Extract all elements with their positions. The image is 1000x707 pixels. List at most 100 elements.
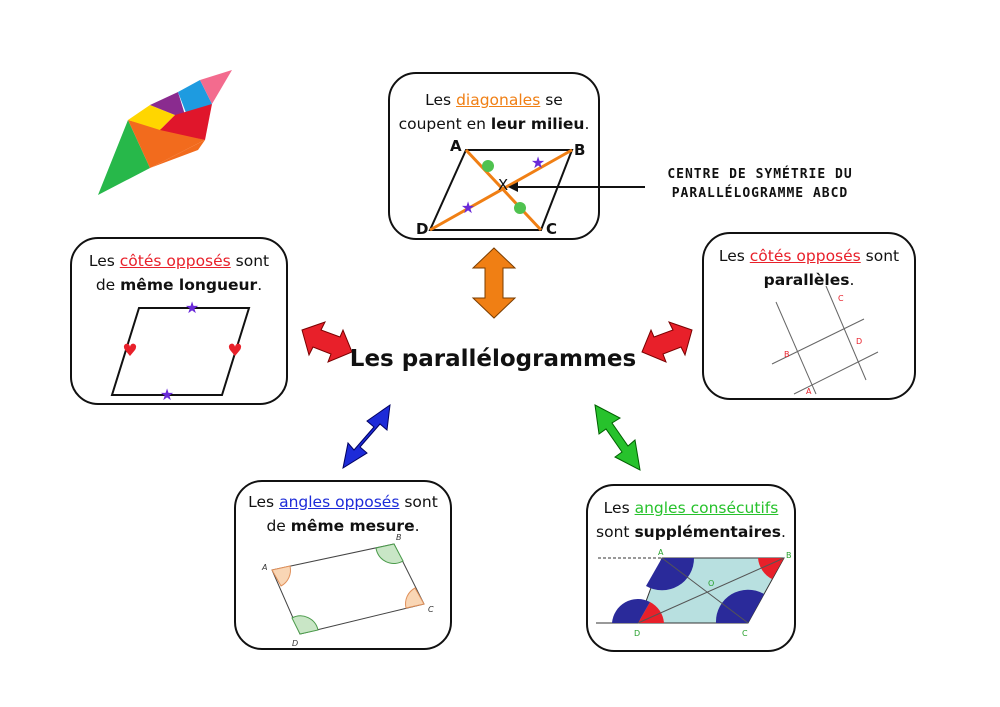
equal-mark-heart: ♥	[122, 341, 137, 361]
bold-supplementaires: supplémentaires	[634, 523, 781, 541]
arrow-bottom-left-blue	[342, 403, 391, 470]
bold-meme-mesure: même mesure	[290, 517, 415, 535]
center-x-mark: X	[498, 176, 508, 194]
parallel-line-2	[825, 285, 867, 381]
paralleles-figure: C B D A	[771, 285, 879, 396]
vertex-label-c: C	[546, 220, 557, 238]
tangram-pink-piece	[200, 70, 232, 104]
parallel-line-3	[771, 318, 865, 365]
longueur-figure: ★ ★ ♥ ♥	[110, 298, 251, 404]
text-word: de	[95, 276, 116, 294]
annotation-line-1: Centre de symétrie du	[667, 167, 853, 182]
text-word: Les	[603, 499, 630, 517]
text-word: de	[266, 517, 286, 535]
text-word: Les	[248, 493, 275, 511]
card-cotes-paralleles-text: Les côtés opposés sont parallèles.	[704, 244, 914, 292]
text-word: sont	[865, 247, 900, 265]
text-period: .	[584, 115, 590, 133]
parallelogram	[110, 307, 251, 396]
angles-opposes-figure: A B C D	[261, 533, 434, 648]
equal-mark-star: ★	[185, 298, 199, 317]
arrow-bottom-right-green	[594, 404, 641, 471]
card-diagonales: Les diagonales se coupent en leur milieu…	[388, 72, 600, 240]
angle-a-blue	[646, 558, 695, 591]
angle-d-red	[638, 602, 664, 623]
tangram-orange-piece-2	[150, 140, 205, 168]
text-period: .	[257, 276, 263, 294]
text-word: sont	[404, 493, 438, 511]
diagonal-bd	[429, 148, 573, 232]
text-word: coupent en	[398, 115, 486, 133]
tangram-red-piece	[160, 104, 212, 140]
parallel-line-4	[793, 351, 879, 395]
bold-paralleles: parallèles	[763, 271, 850, 289]
page-title: Les parallélogrammes	[349, 346, 637, 372]
equal-mark-star: ★	[531, 153, 545, 172]
diagonal-ac	[661, 557, 749, 624]
point-label-d: D	[856, 337, 862, 346]
vertex-label-d: D	[634, 629, 640, 638]
vertex-label-c: C	[742, 629, 748, 638]
point-label-b: B	[784, 350, 790, 359]
equal-mark-heart: ♥	[227, 341, 242, 361]
text-word: Les	[425, 91, 452, 109]
vertex-label-c: C	[428, 605, 434, 614]
angle-a-mark	[271, 565, 291, 587]
card-angles-opposes-text: Les angles opposés sont de même mesure.	[236, 490, 450, 538]
center-label-o: O	[708, 579, 714, 588]
card-angles-consecutifs: Les angles consécutifs sont supplémentai…	[586, 484, 796, 652]
point-label-c: C	[838, 294, 844, 303]
angle-c-blue	[715, 589, 764, 623]
tangram-green-piece	[98, 120, 150, 195]
card-cotes-longueur: Les côtés opposés sont de même longueur.…	[70, 237, 288, 405]
text-word: Les	[88, 252, 115, 270]
angles-consecutifs-figure: A B C D O	[596, 548, 792, 638]
angle-d-supplement-blue	[612, 599, 650, 623]
equal-mark-dot	[482, 160, 494, 172]
card-cotes-longueur-text: Les côtés opposés sont de même longueur.	[72, 249, 286, 297]
text-period: .	[849, 271, 855, 289]
angle-d-mark	[291, 615, 319, 635]
arrow-left-red	[301, 321, 353, 363]
text-period: .	[781, 523, 786, 541]
arrow-right-red	[641, 321, 693, 363]
keyword-angles-consecutifs: angles consécutifs	[634, 499, 779, 517]
text-period: .	[414, 517, 420, 535]
angle-b-red	[758, 558, 784, 579]
keyword-angles-opposes: angles opposés	[279, 493, 400, 511]
annotation-arrow-head	[508, 182, 518, 192]
annotation-centre-symetrie: Centre de symétrie du parallélogramme AB…	[640, 165, 880, 203]
text-word: sont	[596, 523, 630, 541]
vertex-label-b: B	[786, 551, 792, 560]
vertex-label-d: D	[416, 220, 428, 238]
diagonales-figure: ★ ★ X A B C D	[416, 137, 585, 238]
equal-mark-star: ★	[461, 198, 475, 217]
annotation-line-2: parallélogramme ABCD	[671, 186, 849, 201]
vertex-label-a: A	[261, 563, 267, 572]
vertex-label-b: B	[396, 533, 402, 542]
equal-mark-star: ★	[160, 385, 174, 404]
tangram-logo	[98, 70, 232, 195]
bold-meme-longueur: même longueur	[120, 276, 258, 294]
angle-c-mark	[405, 587, 425, 609]
keyword-cotes-opposes: côtés opposés	[749, 247, 861, 265]
bold-leur-milieu: leur milieu	[490, 115, 585, 133]
diagonal-bd	[637, 557, 785, 624]
text-word: sont	[235, 252, 270, 270]
text-word: se	[545, 91, 563, 109]
card-diagonales-text: Les diagonales se coupent en leur milieu…	[390, 88, 598, 136]
tangram-yellow-piece	[128, 105, 175, 130]
vertex-label-a: A	[658, 548, 664, 557]
card-angles-consecutifs-text: Les angles consécutifs sont supplémentai…	[588, 496, 794, 544]
card-angles-opposes: Les angles opposés sont de même mesure. …	[234, 480, 452, 650]
angle-b-mark	[375, 543, 404, 565]
vertex-label-b: B	[574, 141, 585, 159]
equal-mark-dot	[514, 202, 526, 214]
parallel-line-1	[775, 301, 817, 395]
point-label-a: A	[806, 387, 812, 396]
vertex-label-a: A	[450, 137, 462, 155]
vertex-label-d: D	[292, 639, 298, 648]
tangram-purple-piece	[150, 92, 185, 115]
